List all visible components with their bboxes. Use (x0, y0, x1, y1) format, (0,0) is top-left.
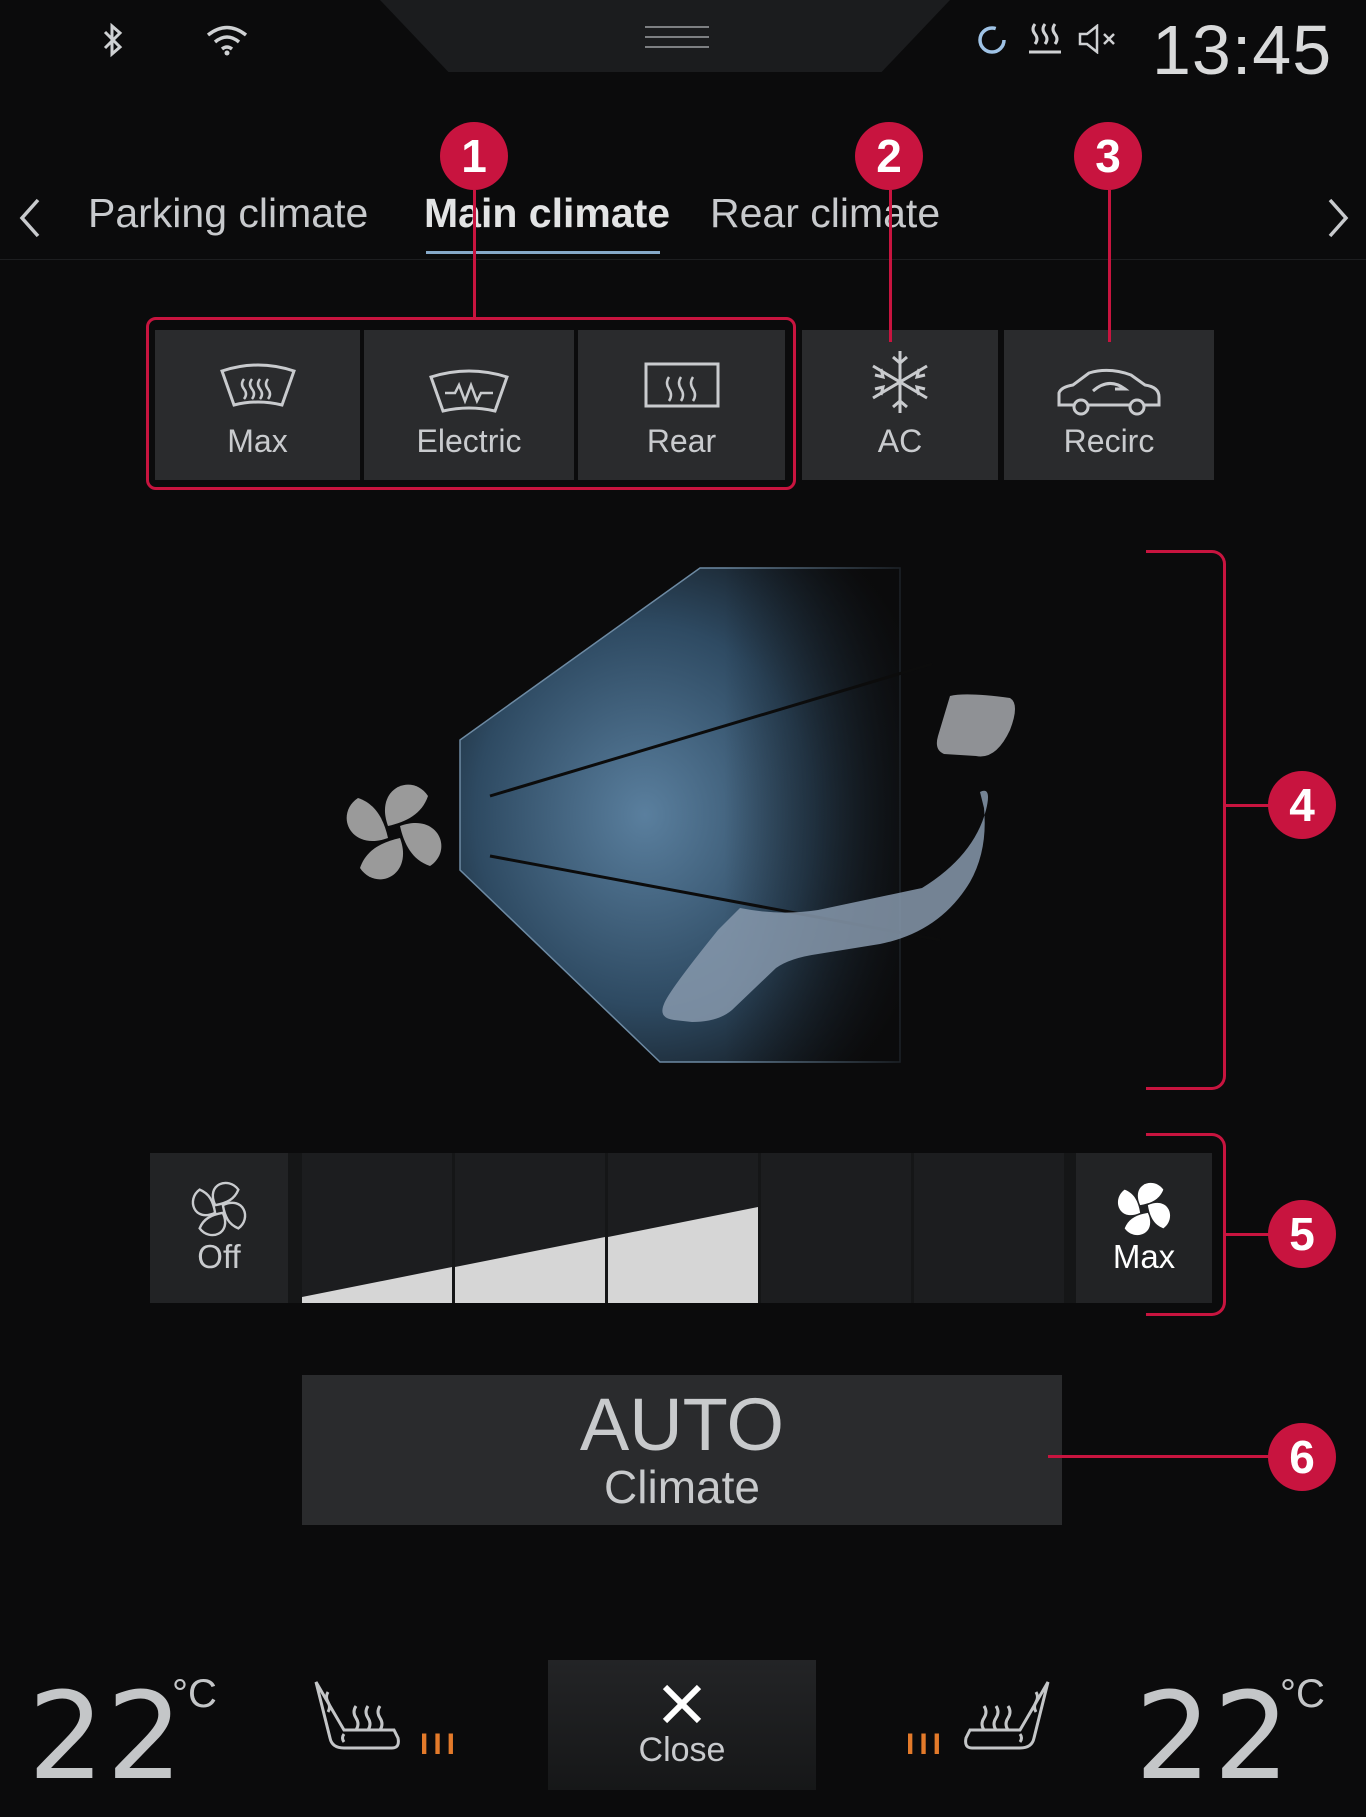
clock: 13:45 (1152, 11, 1333, 89)
chevron-right-icon[interactable] (1318, 194, 1358, 242)
annotation-badge-5: 5 (1268, 1200, 1336, 1268)
fan-speed-segment[interactable] (914, 1153, 1064, 1303)
max-defroster-label: Max (227, 423, 288, 459)
rear-defroster-button[interactable]: Rear (578, 330, 785, 480)
passenger-temperature[interactable]: 22 (1135, 1668, 1292, 1807)
auto-label: AUTO (579, 1382, 785, 1466)
fan-speed-segment[interactable] (455, 1153, 605, 1303)
annotation-bracket-5 (1146, 1133, 1226, 1316)
electric-windshield-icon (429, 369, 509, 413)
rear-window-defrost-icon (644, 362, 719, 408)
tab-selected-indicator (426, 251, 660, 254)
status-bar: 13:45 (0, 0, 1366, 95)
recirculation-car-icon (1057, 368, 1161, 416)
electric-defroster-label: Electric (416, 423, 522, 459)
airflow-distribution-illustration (346, 560, 1015, 1080)
annotation-bracket-4 (1146, 550, 1226, 1090)
wifi-icon (206, 25, 248, 56)
fan-outline-icon (191, 1181, 247, 1237)
driver-seat-heat-level: III (420, 1728, 461, 1761)
driver-seat-heat-icon[interactable] (310, 1676, 402, 1766)
rear-defroster-label: Rear (646, 423, 717, 459)
fan-filled-icon (1117, 1182, 1171, 1236)
handle-line (645, 26, 709, 28)
bluetooth-icon (103, 22, 123, 58)
fan-max-label: Max (1112, 1238, 1176, 1275)
rear-defrost-status-icon (1029, 23, 1061, 54)
fan-off-label: Off (197, 1238, 241, 1275)
tab-main-climate[interactable]: Main climate (424, 190, 671, 236)
annotation-frame-1 (146, 317, 796, 490)
fan-off-button[interactable]: Off (150, 1153, 288, 1303)
recirc-button[interactable]: Recirc (1004, 330, 1214, 480)
close-button[interactable]: Close (548, 1660, 816, 1790)
fan-speed-fill (302, 1267, 452, 1303)
annotation-badge-2: 2 (855, 122, 923, 190)
climate-tab-bar: Parking climate Main climate Rear climat… (0, 180, 1366, 260)
passenger-seat-heat-level: III (906, 1728, 947, 1761)
handle-line (645, 46, 709, 48)
snowflake-icon (872, 351, 928, 413)
close-label: Close (638, 1730, 726, 1769)
passenger-temperature-unit: °C (1280, 1672, 1325, 1716)
windshield-max-defrost-icon (219, 363, 296, 407)
fan-speed-segment[interactable] (608, 1153, 758, 1303)
handle-line (645, 36, 709, 38)
annotation-badge-3: 3 (1074, 122, 1142, 190)
driver-temperature[interactable]: 22 (28, 1668, 185, 1807)
electric-defroster-button[interactable]: Electric (364, 330, 574, 480)
auto-climate-button[interactable]: AUTO Climate (302, 1375, 1062, 1525)
tab-rear-climate[interactable]: Rear climate (710, 190, 941, 236)
annotation-line-2 (889, 190, 892, 342)
fan-speed-fill (455, 1237, 605, 1303)
annotation-line-1 (473, 190, 476, 318)
passenger-seat-heat-icon[interactable] (962, 1676, 1054, 1766)
annotation-line-5 (1226, 1233, 1272, 1236)
annotation-badge-1: 1 (440, 122, 508, 190)
annotation-badge-6: 6 (1268, 1423, 1336, 1491)
recirc-label: Recirc (1063, 423, 1155, 459)
tab-parking-climate[interactable]: Parking climate (88, 190, 369, 236)
max-defroster-button[interactable]: Max (155, 330, 360, 480)
close-icon (662, 1684, 702, 1723)
fan-max-button[interactable]: Max (1076, 1153, 1212, 1303)
mute-icon (1078, 24, 1115, 54)
fan-speed-segment[interactable] (302, 1153, 452, 1303)
sync-icon (978, 26, 1006, 54)
annotation-line-3 (1108, 190, 1111, 342)
ac-label: AC (877, 423, 923, 459)
fan-icon (346, 784, 442, 880)
annotation-badge-4: 4 (1268, 771, 1336, 839)
climate-label: Climate (604, 1460, 760, 1513)
annotation-line-4 (1226, 804, 1272, 807)
annotation-line-6 (1048, 1455, 1272, 1458)
ac-button[interactable]: AC (802, 330, 998, 480)
driver-temperature-unit: °C (172, 1672, 217, 1716)
fan-speed-segment[interactable] (761, 1153, 911, 1303)
fan-speed-fill (608, 1207, 758, 1303)
chevron-left-icon[interactable] (10, 194, 50, 242)
